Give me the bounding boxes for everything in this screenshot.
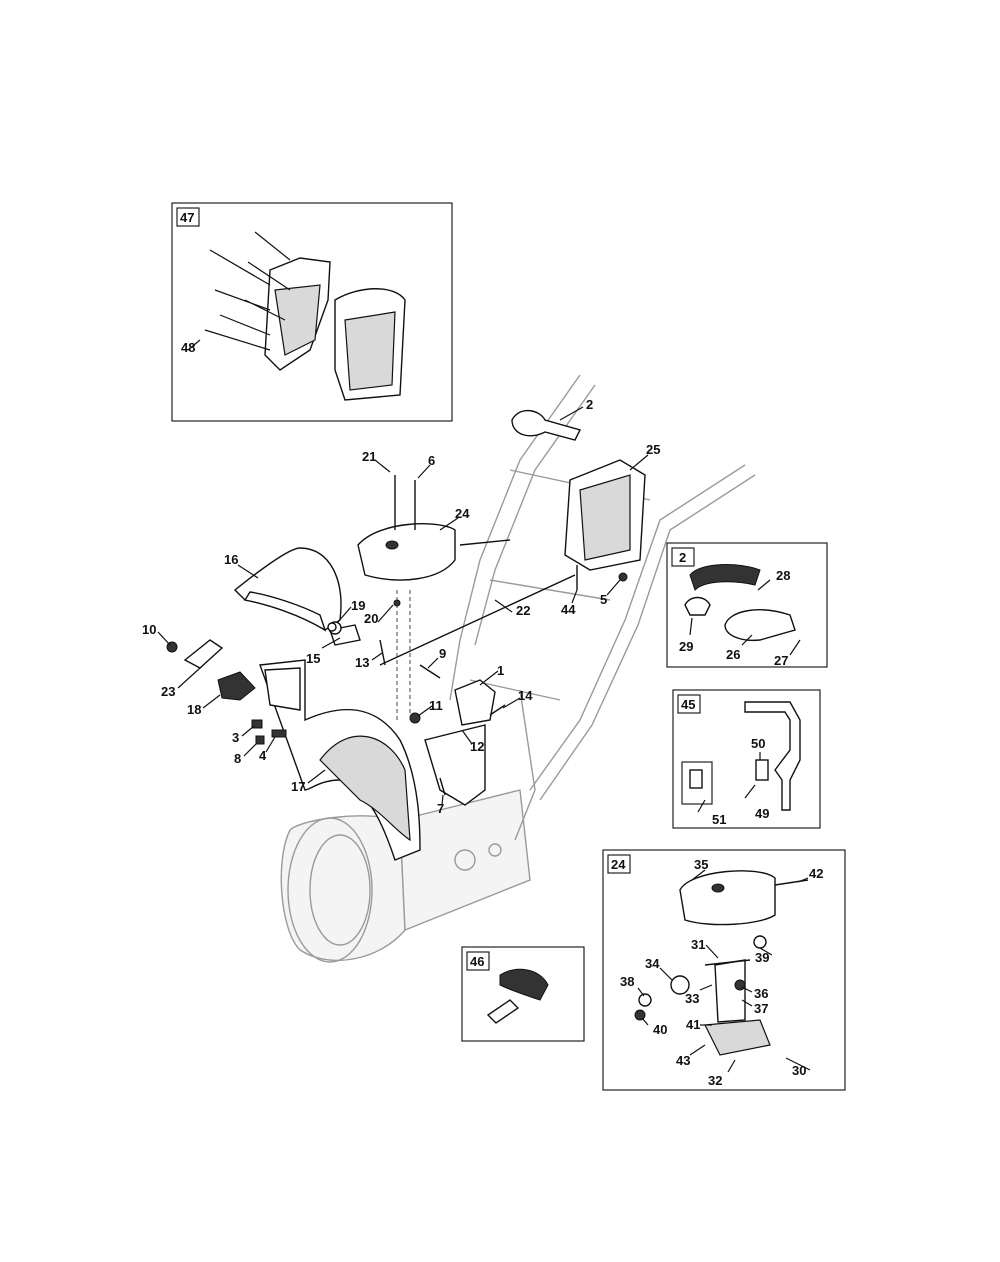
label-16: 16 [224,552,238,567]
label-14: 14 [518,688,533,703]
label-40: 40 [653,1022,667,1037]
label-29: 29 [679,639,693,654]
label-35: 35 [694,857,708,872]
label-11: 11 [429,698,443,713]
label-2: 2 [586,397,593,412]
label-38: 38 [620,974,634,989]
label-32: 32 [708,1073,722,1088]
label-5: 5 [600,592,607,607]
label-36: 36 [754,986,768,1001]
label-8: 8 [234,751,241,766]
label-28: 28 [776,568,790,583]
label-49: 49 [755,806,769,821]
inset-2: 2 28 29 26 27 [666,542,828,668]
label-33: 33 [685,991,699,1006]
label-17: 17 [291,779,305,794]
inset-45-id: 45 [681,697,695,712]
label-27: 27 [774,653,788,668]
label-48: 48 [181,340,195,355]
label-1: 1 [497,663,504,678]
main-callouts: 2 25 21 6 24 16 28 19 20 22 44 5 10 15 1… [142,397,660,816]
inset-45: 45 50 51 49 [672,689,821,829]
label-4: 4 [259,748,267,763]
label-39: 39 [755,950,769,965]
label-24: 24 [455,506,470,521]
label-26: 26 [726,647,740,662]
label-19: 19 [351,598,365,613]
label-41: 41 [686,1017,700,1032]
label-7: 7 [437,801,444,816]
inset-47-id: 47 [180,210,194,225]
inset-2-id: 2 [679,550,686,565]
label-6: 6 [428,453,435,468]
label-51: 51 [712,812,726,827]
machine-frame [280,374,756,963]
inset-47: 47 48 [171,202,453,422]
label-3: 3 [232,730,239,745]
label-44: 44 [561,602,576,617]
label-37: 37 [754,1001,768,1016]
label-30: 30 [792,1063,806,1078]
label-13: 13 [355,655,369,670]
label-42: 42 [809,866,823,881]
label-50: 50 [751,736,765,751]
leader-lines [157,406,649,806]
label-21: 21 [362,449,376,464]
label-10: 10 [142,622,156,637]
label-18: 18 [187,702,201,717]
inset-46-id: 46 [470,954,484,969]
label-15: 15 [306,651,320,666]
inset-24: 24 35 42 31 39 34 38 33 36 37 40 [602,849,846,1091]
chute-assembly [166,409,646,861]
inset-46: 46 [461,946,585,1042]
label-12: 12 [470,739,484,754]
label-25: 25 [646,442,660,457]
label-22: 22 [516,603,530,618]
label-23: 23 [161,684,175,699]
label-43: 43 [676,1053,690,1068]
label-9: 9 [439,646,446,661]
inset-24-id: 24 [611,857,626,872]
label-20: 20 [364,611,378,626]
label-31: 31 [691,937,705,952]
label-34: 34 [645,956,660,971]
